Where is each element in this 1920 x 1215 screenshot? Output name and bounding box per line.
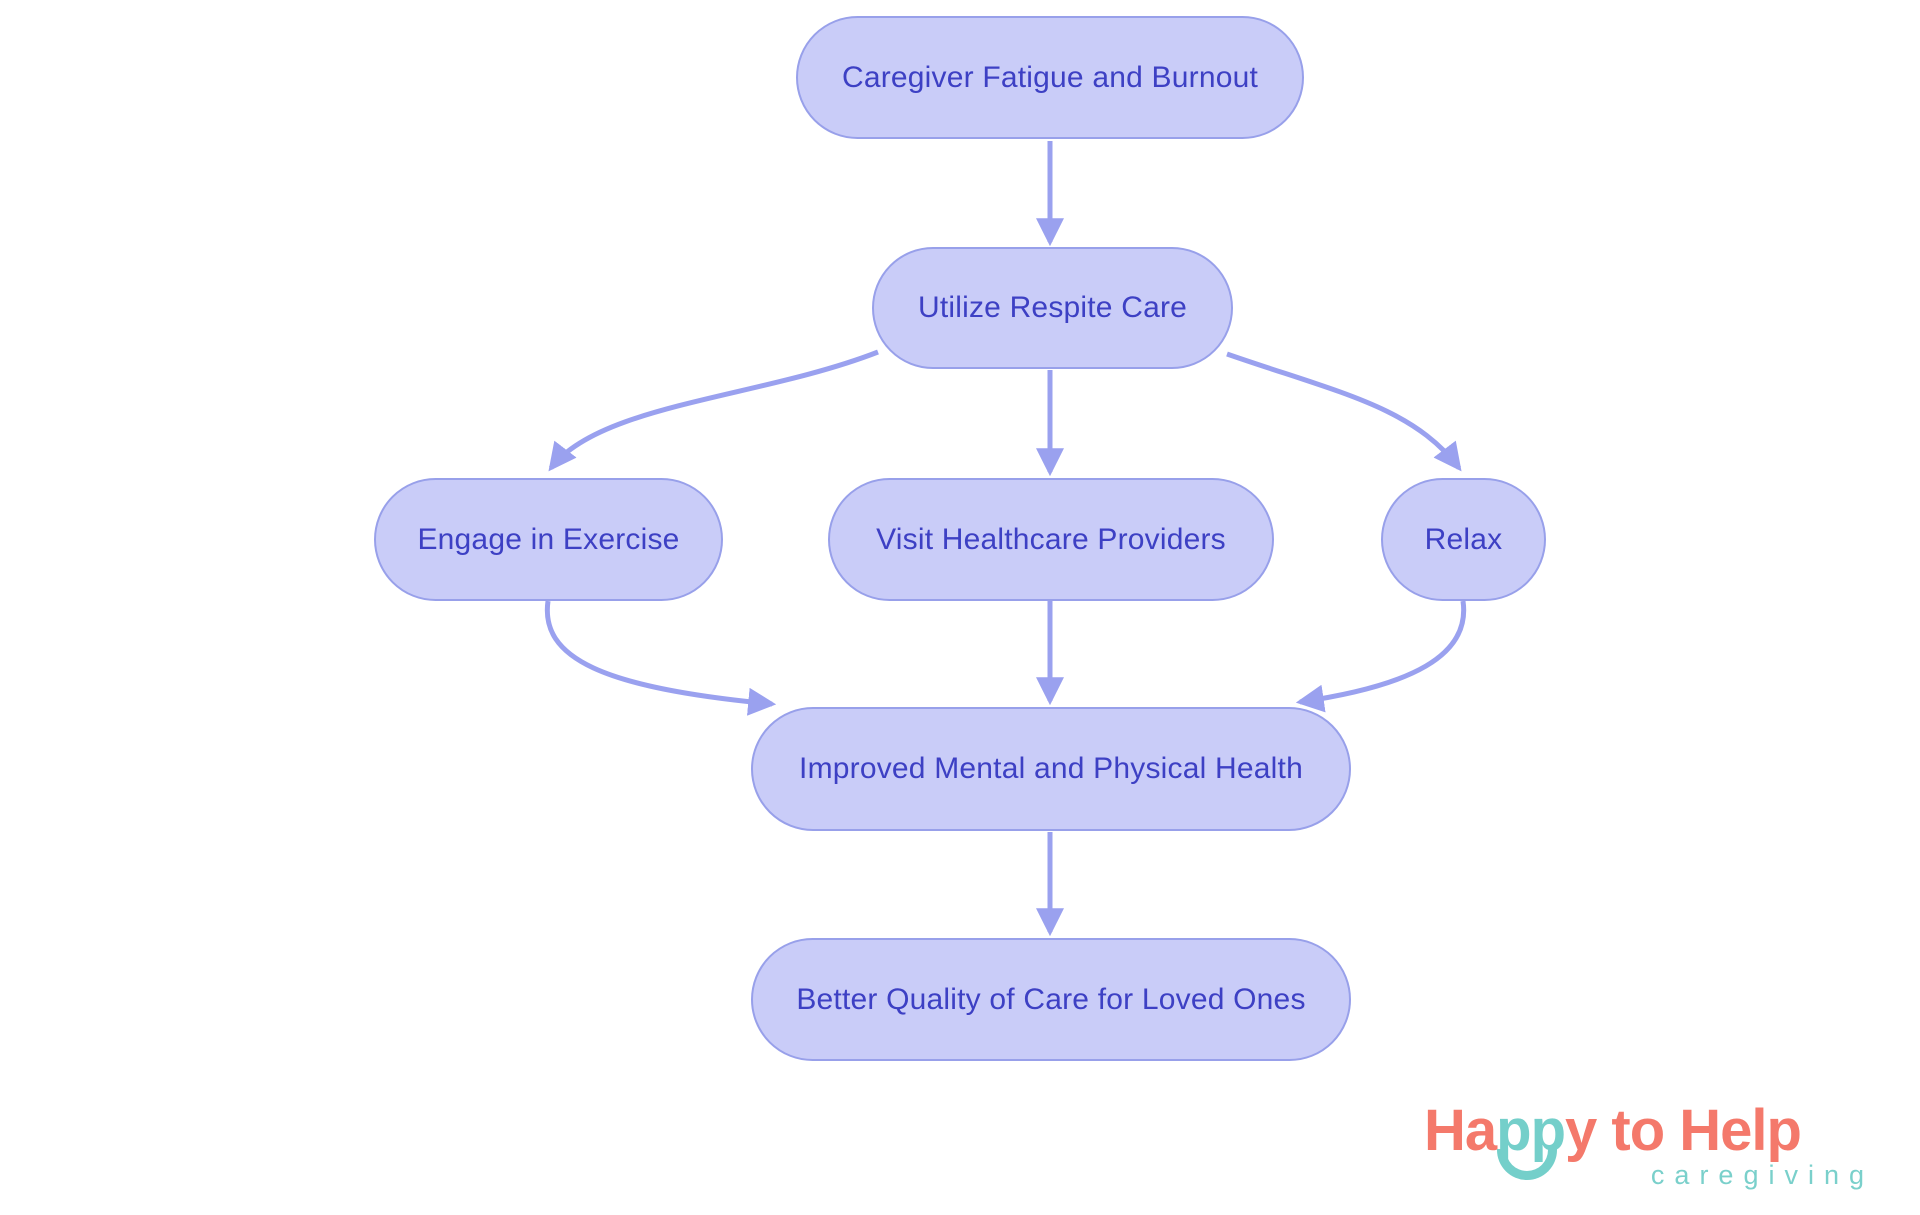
node-utilize-respite-care: Utilize Respite Care: [872, 247, 1233, 369]
node-caregiver-fatigue-and-burnout: Caregiver Fatigue and Burnout: [796, 16, 1304, 139]
logo-text-ha: Ha: [1424, 1098, 1497, 1163]
node-better-quality-of-care-for-loved-ones: Better Quality of Care for Loved Ones: [751, 938, 1351, 1061]
logo-text-y-to-help: y to Help: [1565, 1098, 1802, 1163]
edge-relax-to-health: [1295, 600, 1467, 713]
edge-respite-to-relax: [1226, 351, 1462, 472]
node-label: Better Quality of Care for Loved Ones: [796, 982, 1306, 1016]
node-label: Caregiver Fatigue and Burnout: [841, 60, 1259, 94]
edge-respite-to-exercise: [548, 349, 879, 472]
node-label: Relax: [1424, 522, 1503, 556]
logo-text-pp: pp: [1496, 1102, 1566, 1180]
node-relax: Relax: [1381, 478, 1546, 601]
node-label: Engage in Exercise: [417, 522, 680, 556]
node-improved-mental-and-physical-health: Improved Mental and Physical Health: [751, 707, 1351, 831]
logo-subtitle: caregiving: [1650, 1160, 1874, 1190]
node-label: Visit Healthcare Providers: [876, 522, 1226, 556]
node-label: Improved Mental and Physical Health: [799, 752, 1303, 785]
node-label: Utilize Respite Care: [917, 291, 1188, 324]
smile-icon: [1497, 1149, 1558, 1180]
node-engage-in-exercise: Engage in Exercise: [374, 478, 723, 601]
edge-exercise-to-health: [544, 600, 777, 716]
node-visit-healthcare-providers: Visit Healthcare Providers: [828, 478, 1274, 601]
